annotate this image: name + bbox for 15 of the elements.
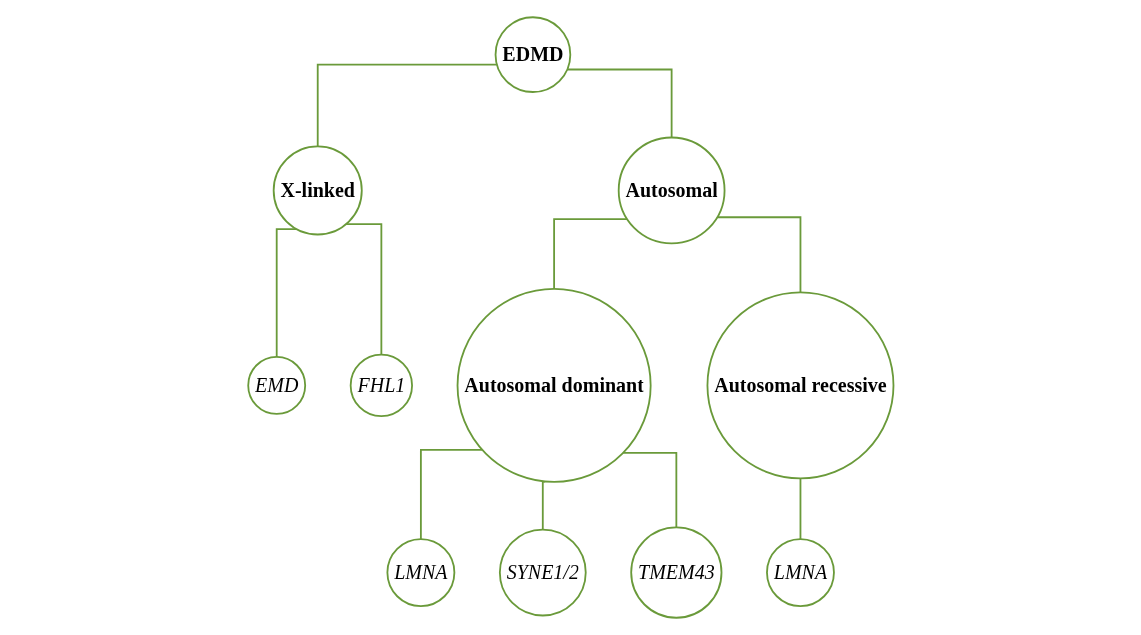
node-circle: TMEM43 [629,526,723,619]
connector [799,477,801,540]
node-circle: Autosomal dominant [456,287,652,483]
connector [541,480,546,531]
node-circle: EMD [246,356,306,415]
node-circle: EDMD [494,16,571,93]
node-circle: Autosomal [617,136,726,245]
node-circle: SYNE1/2 [498,528,587,617]
node-circle: LMNA [386,538,455,607]
node-circle: LMNA [765,538,835,607]
connector [419,448,483,540]
node-circle: FHL1 [349,353,413,418]
node-circle: Autosomal recessive [706,291,895,480]
node-circle: X-linked [272,145,363,236]
connector [716,216,801,294]
